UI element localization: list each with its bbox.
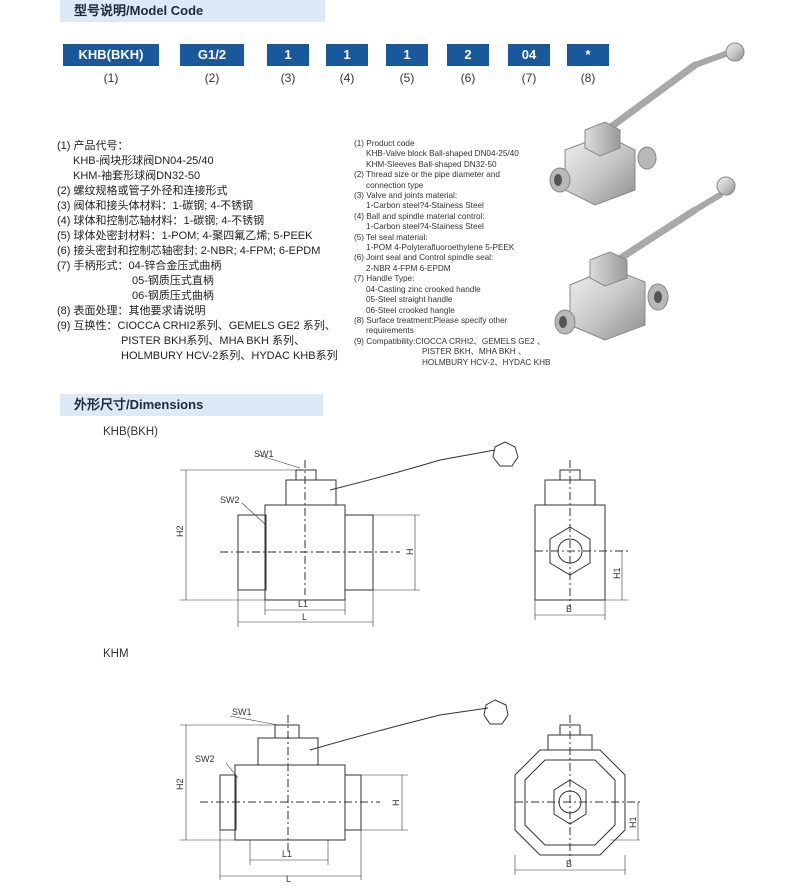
spec-line: 1-Carbon steel?4-Stainess Steel	[366, 222, 484, 232]
spec-line: (8) Surface treatment:Please specify oth…	[354, 315, 508, 325]
code-index: (7)	[521, 71, 537, 85]
spec-line: (9) 互换性：CIOCCA CRHI2系列、GEMELS GE2 系列、	[57, 320, 336, 332]
code-box-surface: *	[567, 44, 609, 66]
spec-list-chinese: (1) 产品代号： KHB-阀块形球阀DN04-25/40 KHM-袖套形球阀D…	[57, 139, 338, 364]
dim-b: B	[566, 604, 572, 614]
code-box-handle: 04	[508, 44, 550, 66]
code-index: (1)	[103, 71, 119, 85]
spec-line: KHB-阀块形球阀DN04-25/40	[73, 155, 214, 167]
spec-line: (3) 阀体和接头体材料：1-碳钢; 4-不锈钢	[57, 200, 254, 212]
code-index: (3)	[280, 71, 296, 85]
spec-line: (5) Tel seal material:	[354, 232, 428, 242]
dim-sw2: SW2	[195, 754, 215, 764]
code-box-joint-seal: 2	[447, 44, 489, 66]
spec-line: 05-钢质压式直柄	[132, 275, 214, 287]
valve-photo-bottom	[554, 176, 736, 341]
spec-line: (1) Product code	[354, 139, 415, 148]
spec-line: PISTER BKH、MHA BKH 、	[422, 347, 527, 357]
spec-line: connection type	[366, 180, 424, 190]
khb-dimension-drawing: SW1 SW2 H2 H L1 L H1 B	[175, 441, 630, 627]
dim-l1: L1	[282, 849, 292, 859]
spec-line: (2) Thread size or the pipe diameter and	[354, 170, 500, 180]
spec-line: (4) 球体和控制芯轴材料：1-碳钢; 4-不锈钢	[57, 215, 265, 227]
spec-line: (5) 球体处密封材料：1-POM; 4-聚四氟乙烯; 5-PEEK	[57, 230, 313, 242]
dim-l: L	[302, 612, 307, 622]
dim-h2: H2	[175, 525, 185, 537]
khm-label: KHM	[103, 648, 129, 660]
code-box-thread: G1/2	[180, 44, 244, 66]
spec-line: (6) Joint seal and Control spindle seal:	[354, 253, 494, 263]
dim-h2: H2	[175, 778, 185, 790]
code-box-product: KHB(BKH)	[63, 44, 159, 66]
spec-line: (6) 接头密封和控制芯轴密封; 2-NBR; 4-FPM; 6-EPDM	[57, 245, 321, 257]
code-index: (5)	[399, 71, 415, 85]
khb-label: KHB(BKH)	[103, 426, 158, 438]
spec-line: requirements	[366, 326, 414, 336]
spec-line: (1) 产品代号：	[57, 140, 129, 152]
dim-h: H	[405, 549, 415, 556]
dim-sw1: SW1	[232, 707, 252, 717]
spec-line: (8) 表面处理：其他要求请说明	[57, 305, 206, 317]
code-index: (4)	[339, 71, 355, 85]
dim-h1: H1	[628, 816, 638, 828]
dim-h: H	[391, 800, 401, 807]
code-box-body-material: 1	[267, 44, 309, 66]
spec-line: KHM-袖套形球阀DN32-50	[73, 170, 201, 182]
spec-line: 05-Steel straight handle	[366, 295, 453, 305]
spec-line: (7) Handle Type:	[354, 274, 415, 284]
spec-line: (4) Ball and spindle material control:	[354, 211, 485, 221]
code-box-seal-material: 1	[386, 44, 428, 66]
valve-photo-top	[549, 42, 745, 206]
spec-line: (9) Compatibility:CIOCCA CRHI2、GEMELS GE…	[354, 336, 546, 346]
spec-line: (3) Valve and joints material:	[354, 191, 458, 201]
code-index: (2)	[204, 71, 220, 85]
code-index: (8)	[580, 71, 596, 85]
spec-line: KHM-Sleeves Ball-shaped DN32-50	[366, 159, 497, 169]
dim-l: L	[286, 874, 291, 884]
dim-b: B	[566, 859, 572, 869]
spec-line: (7) 手柄形式：04-锌合金压式曲柄	[57, 260, 222, 272]
spec-line: 04-Casting zinc crooked handle	[366, 284, 481, 294]
spec-line: (2) 螺纹规格或管子外径和连接形式	[57, 185, 228, 197]
spec-line: 1-Carbon steel?4-Stainess Steel	[366, 201, 484, 211]
dimensions-header: 外形尺寸/Dimensions	[60, 394, 323, 416]
code-box-ball-material: 1	[326, 44, 368, 66]
spec-line: PISTER BKH系列、MHA BKH 系列、	[121, 335, 305, 347]
spec-list-english: (1) Product code KHB-Valve block Ball-sh…	[354, 139, 550, 368]
khm-dimension-drawing: SW1 SW2 H2 H L1 L H1 B	[175, 699, 640, 884]
product-photo	[549, 42, 745, 341]
model-code-header: 型号说明/Model Code	[60, 0, 325, 22]
dim-sw2: SW2	[220, 495, 240, 505]
dim-sw1: SW1	[254, 449, 274, 459]
spec-line: 1-POM 4-Polyterafluoroethylene 5-PEEK	[366, 243, 515, 253]
dim-l1: L1	[298, 599, 308, 609]
spec-line: 06-Steel crooked hangle	[366, 305, 455, 315]
spec-line: HOLMBURY HCV-2、HYDAC KHB	[422, 357, 551, 367]
spec-line: KHB-Valve block Ball-shaped DN04-25/40	[366, 149, 519, 159]
spec-line: HOLMBURY HCV-2系列、HYDAC KHB系列	[121, 350, 338, 362]
dim-h1: H1	[612, 567, 622, 579]
spec-line: 2-NBR 4-FPM 6-EPDM	[366, 263, 451, 273]
spec-line: 06-钢质压式曲柄	[132, 290, 214, 302]
code-index: (6)	[460, 71, 476, 85]
